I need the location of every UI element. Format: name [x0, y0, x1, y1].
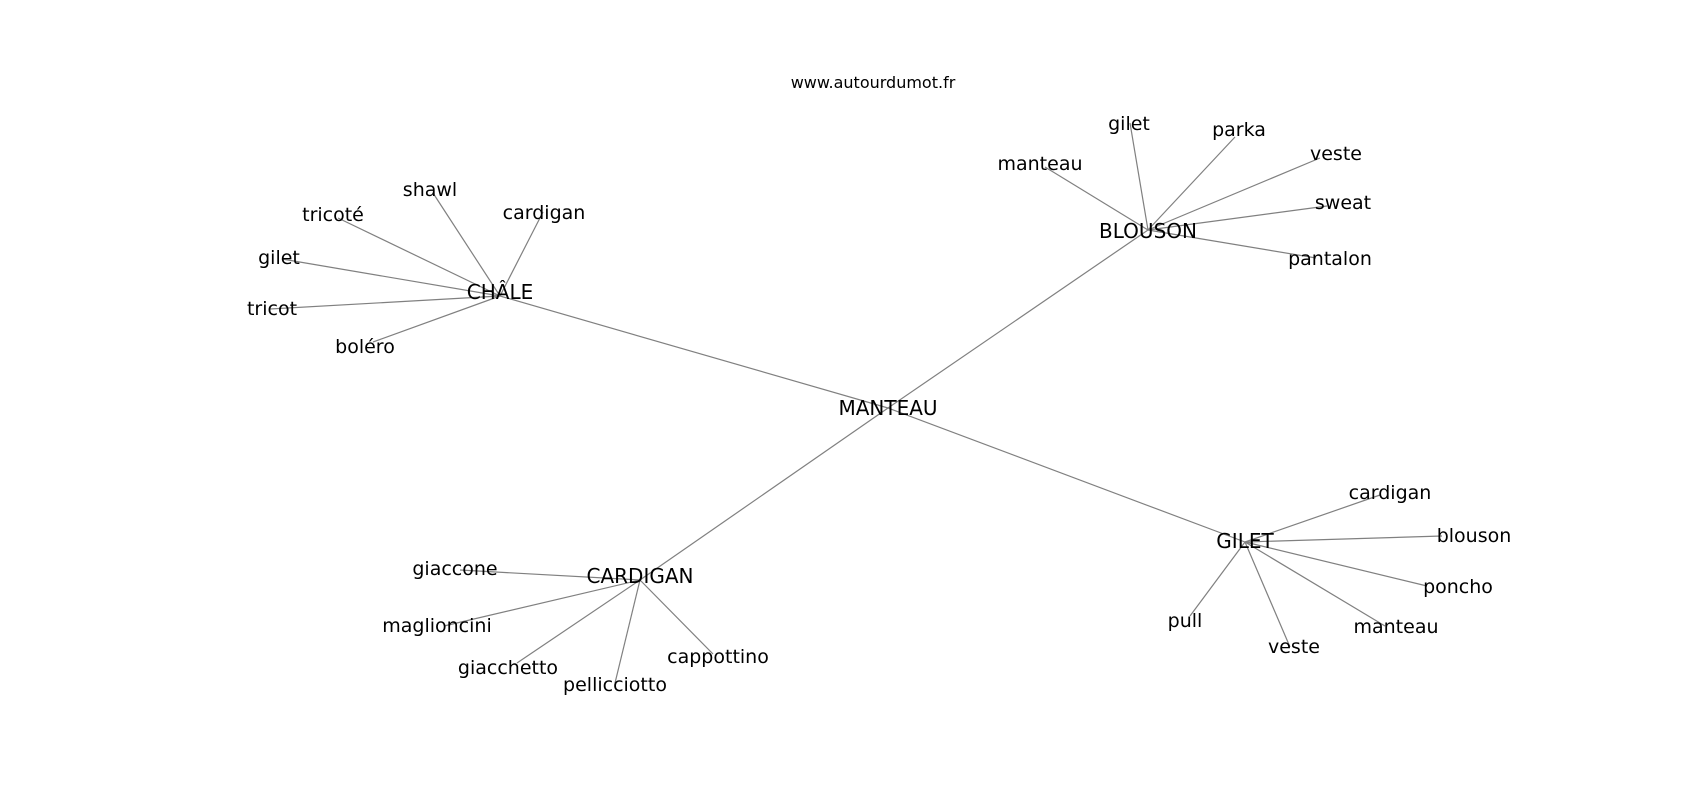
edge-blouson-leaf — [1147, 157, 1321, 231]
edge-cardigan-leaf — [443, 579, 641, 627]
edge-gilet-leaf — [1244, 541, 1386, 627]
edge-gilet-leaf — [1244, 541, 1428, 587]
leaf-node-label: cardigan — [503, 202, 586, 224]
edge-gilet-leaf — [1244, 494, 1381, 543]
edge-center-chale — [499, 295, 889, 409]
site-watermark: www.autourdumot.fr — [791, 73, 956, 92]
edge-chale-leaf — [337, 217, 501, 297]
hub-node-label-gilet: GILET — [1216, 529, 1274, 553]
leaf-node-label: poncho — [1423, 576, 1493, 598]
edge-cardigan-leaf — [459, 569, 641, 581]
edge-chale-leaf — [499, 211, 544, 297]
leaf-node-label: pellicciotto — [563, 674, 667, 696]
leaf-node-label: gilet — [258, 247, 300, 269]
leaf-node-label: veste — [1310, 143, 1362, 165]
edge-cardigan-leaf — [639, 579, 714, 655]
edge-blouson-leaf — [1147, 136, 1236, 231]
leaf-node-label: pull — [1168, 610, 1203, 632]
leaf-node-label: manteau — [1353, 616, 1438, 638]
hub-node-label-cardigan: CARDIGAN — [587, 564, 694, 588]
edge-center-gilet — [887, 407, 1246, 543]
edge-center-cardigan — [639, 407, 889, 581]
edge-gilet-leaf — [1244, 535, 1443, 543]
edge-cardigan-leaf — [614, 579, 641, 684]
leaf-node-label: cardigan — [1349, 482, 1432, 504]
leaf-node-label: boléro — [335, 336, 395, 358]
edge-chale-leaf — [269, 295, 501, 310]
leaf-node-label: tricot — [247, 298, 297, 320]
leaf-node-label: giacchetto — [458, 657, 558, 679]
edge-gilet-leaf — [1189, 541, 1246, 617]
hub-node-label-blouson: BLOUSON — [1099, 219, 1197, 243]
leaf-node-label: maglioncini — [382, 615, 491, 637]
leaf-node-label: tricoté — [302, 204, 364, 226]
leaf-node-label: sweat — [1315, 192, 1371, 214]
edge-chale-leaf — [372, 295, 501, 343]
edges-layer — [269, 122, 1443, 684]
edge-chale-leaf — [432, 192, 501, 297]
edge-chale-leaf — [281, 258, 501, 297]
edge-gilet-leaf — [1244, 541, 1291, 648]
center-node-label: MANTEAU — [838, 396, 937, 420]
leaf-node-label: cappottino — [667, 646, 769, 668]
leaf-node-label: manteau — [997, 153, 1082, 175]
edge-blouson-leaf — [1044, 166, 1149, 231]
hub-node-label-chale: CHÂLE — [467, 280, 533, 304]
edge-blouson-leaf — [1147, 205, 1328, 231]
edge-blouson-leaf — [1147, 229, 1317, 259]
leaf-node-label: pantalon — [1288, 248, 1372, 270]
leaf-node-label: parka — [1212, 119, 1266, 141]
edge-blouson-leaf — [1129, 122, 1149, 231]
leaf-node-label: veste — [1268, 636, 1320, 658]
leaf-node-label: gilet — [1108, 113, 1150, 135]
edge-center-blouson — [887, 229, 1149, 409]
leaf-node-label: shawl — [403, 179, 457, 201]
labels-layer: www.autourdumot.fr MANTEAU shawl cardigan t… — [247, 73, 1511, 696]
leaf-node-label: blouson — [1437, 525, 1512, 547]
edge-cardigan-leaf — [516, 579, 641, 664]
leaf-node-label: giaccone — [412, 558, 497, 580]
